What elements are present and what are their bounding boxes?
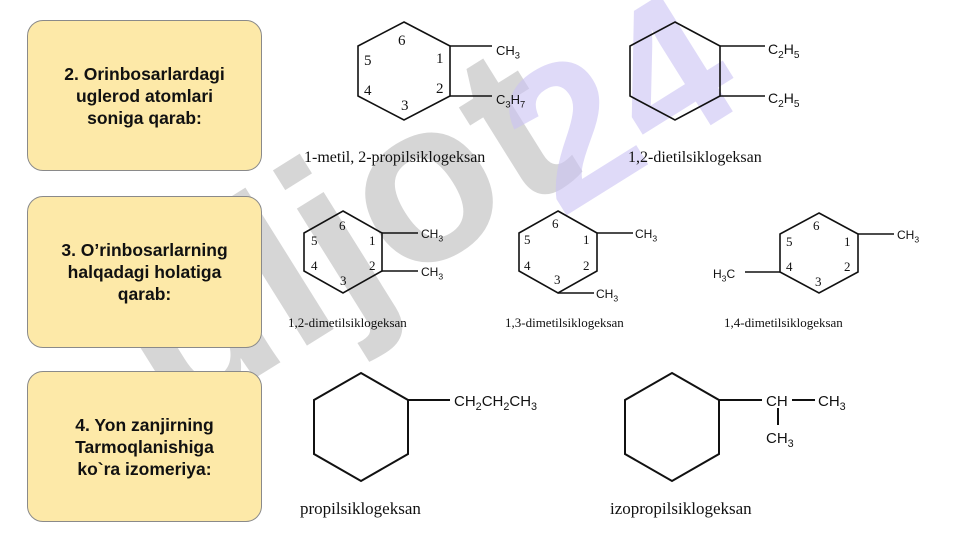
ring-number: 2 bbox=[436, 81, 444, 97]
substituent-label: CH3 bbox=[421, 265, 443, 281]
ring-number: 4 bbox=[786, 259, 793, 274]
ring-number: 6 bbox=[552, 216, 559, 231]
ring-number: 6 bbox=[813, 218, 820, 233]
ring-number: 3 bbox=[401, 98, 409, 114]
ring-number: 1 bbox=[583, 232, 590, 247]
molecule-name: 1,3-dimetilsiklogeksan bbox=[505, 315, 624, 330]
ring-number: 6 bbox=[398, 33, 406, 49]
substituent-label: H3C bbox=[713, 267, 735, 283]
cyclohexane-ring bbox=[313, 371, 409, 483]
ring-number: 3 bbox=[554, 272, 561, 287]
ring-number: 1 bbox=[436, 51, 444, 67]
ring-number: 5 bbox=[311, 233, 318, 248]
substituent-label: CH3 bbox=[596, 287, 618, 303]
substituent-label: C2H5 bbox=[768, 90, 800, 110]
ring-number: 4 bbox=[364, 83, 372, 99]
substituent-label: CH3 bbox=[496, 43, 520, 61]
molecule-name: 1,2-dietilsiklogeksan bbox=[628, 149, 762, 166]
molecule-name: 1-metil, 2-propilsiklogeksan bbox=[304, 149, 485, 166]
molecule-1-methyl-2-propylcyclohexane: 6 1 2 3 4 5 CH3 C3H7 1-metil, 2-propilsi… bbox=[304, 21, 525, 166]
substituent-label: CH3 bbox=[635, 227, 657, 243]
substituent-label: C3H7 bbox=[496, 92, 525, 110]
category-label: 4. Yon zanjirning Tarmoqlanishiga ko`ra … bbox=[75, 414, 214, 479]
cyclohexane-ring bbox=[624, 371, 720, 483]
ring-number: 2 bbox=[583, 258, 590, 273]
molecule-1-2-dimethylcyclohexane: 6 1 2 3 4 5 CH3 CH3 1,2-dimetilsiklogeks… bbox=[288, 210, 443, 330]
category-label: 2. Orinbosarlardagi uglerod atomlari son… bbox=[64, 63, 225, 128]
ring-number: 1 bbox=[369, 233, 376, 248]
ring-number: 1 bbox=[844, 234, 851, 249]
ring-number: 6 bbox=[339, 218, 346, 233]
ring-number: 4 bbox=[524, 258, 531, 273]
ring-number: 5 bbox=[786, 234, 793, 249]
substituent-label: CH3 bbox=[897, 228, 919, 244]
category-label: 3. O’rinbosarlarning halqadagi holatiga … bbox=[61, 240, 228, 304]
category-box-chain-branching: 4. Yon zanjirning Tarmoqlanishiga ko`ra … bbox=[27, 371, 262, 522]
ring-number: 2 bbox=[369, 258, 376, 273]
molecule-name: propilsiklogeksan bbox=[300, 499, 421, 518]
substituent-label: CH bbox=[766, 393, 788, 410]
ring-number: 4 bbox=[311, 258, 318, 273]
molecule-name: 1,2-dimetilsiklogeksan bbox=[288, 315, 407, 330]
ring-number: 5 bbox=[364, 53, 372, 69]
molecule-name: 1,4-dimetilsiklogeksan bbox=[724, 315, 843, 330]
substituent-label: CH3 bbox=[421, 227, 443, 243]
molecule-1-2-diethylcyclohexane: C2H5 C2H5 1,2-dietilsiklogeksan bbox=[628, 21, 800, 166]
substituent-label: CH2CH2CH3 bbox=[454, 393, 537, 413]
molecule-isopropylcyclohexane: CH CH3 CH3 izopropilsiklogeksan bbox=[610, 371, 846, 518]
ring-number: 3 bbox=[340, 273, 347, 288]
ring-number: 3 bbox=[815, 274, 822, 289]
ring-number: 2 bbox=[844, 259, 851, 274]
substituent-label: CH3 bbox=[818, 393, 846, 413]
cyclohexane-ring bbox=[629, 21, 721, 121]
molecule-1-3-dimethylcyclohexane: 6 1 2 3 4 5 CH3 CH3 1,3-dimetilsiklogeks… bbox=[505, 210, 657, 330]
category-box-ring-position: 3. O’rinbosarlarning halqadagi holatiga … bbox=[27, 196, 262, 348]
molecule-name: izopropilsiklogeksan bbox=[610, 499, 752, 518]
substituent-label: C2H5 bbox=[768, 41, 800, 61]
substituent-label: CH3 bbox=[766, 430, 794, 450]
ring-number: 5 bbox=[524, 232, 531, 247]
category-box-carbon-count: 2. Orinbosarlardagi uglerod atomlari son… bbox=[27, 20, 262, 171]
molecule-1-4-dimethylcyclohexane: 6 1 2 3 4 5 CH3 H3C 1,4-dimetilsiklogeks… bbox=[713, 212, 919, 330]
molecule-propylcyclohexane: CH2CH2CH3 propilsiklogeksan bbox=[300, 371, 537, 518]
